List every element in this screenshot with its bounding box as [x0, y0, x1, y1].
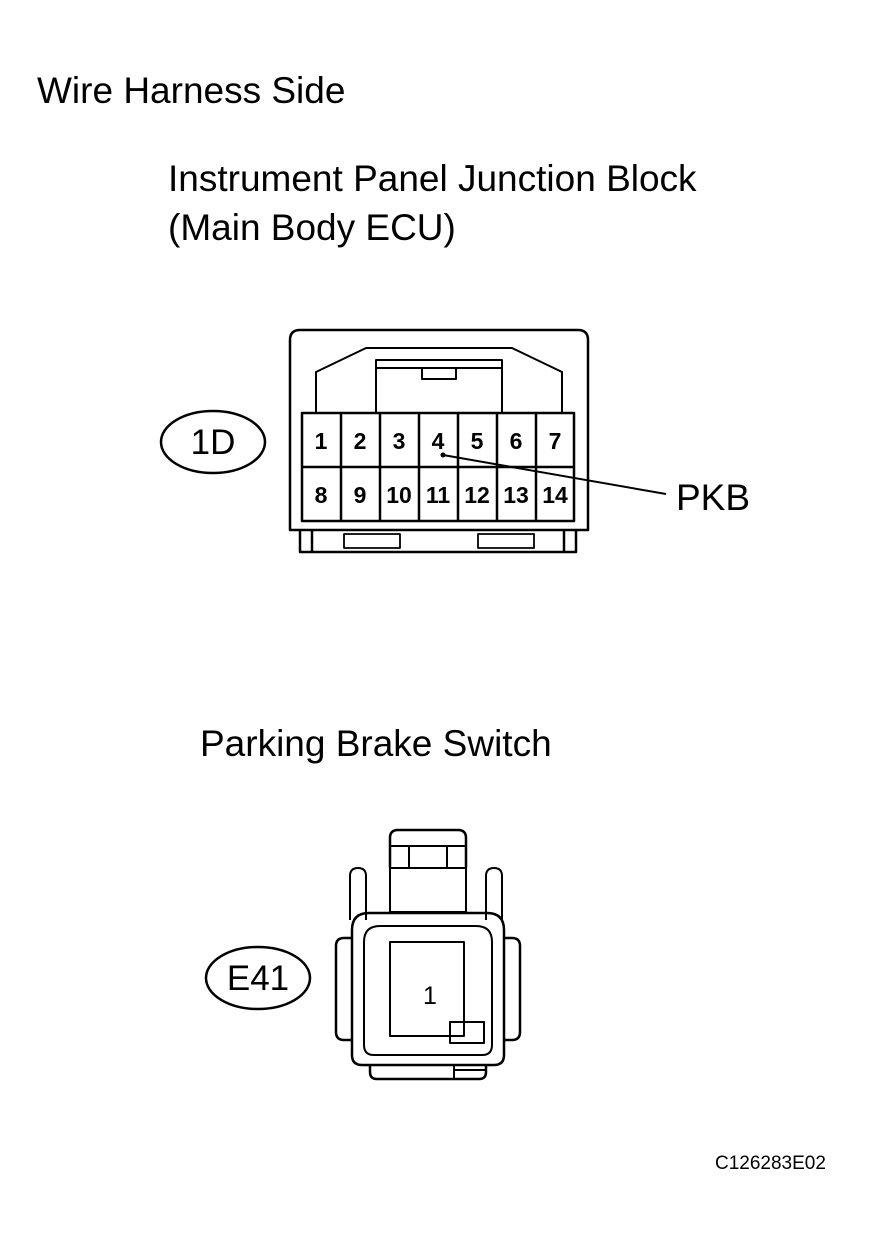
- pkb-callout-label: PKB: [676, 477, 750, 518]
- connector-2-name: Parking Brake Switch: [200, 723, 552, 764]
- connector-e41: 1 E41: [204, 828, 522, 1081]
- connector-2-code: E41: [227, 959, 289, 998]
- connector-1-pin-1: 1: [315, 428, 328, 454]
- connector-1-pin-14: 14: [542, 482, 568, 508]
- diagram-title: Wire Harness Side: [37, 70, 346, 111]
- connector-1-code-oval: [159, 409, 267, 475]
- connector-1-name: Instrument Panel Junction Block: [168, 158, 697, 199]
- connector-1-code: 1D: [191, 423, 236, 462]
- connector-1-pin-9: 9: [354, 482, 367, 508]
- connector-1-pin-13: 13: [503, 482, 529, 508]
- pkb-leader-line: [442, 454, 667, 495]
- figure-code: C126283E02: [715, 1153, 826, 1174]
- connector-1-pin-10: 10: [386, 482, 412, 508]
- connector-1-pin-4: 4: [432, 428, 445, 454]
- connector-1-pin-6: 6: [510, 428, 523, 454]
- connector-1-pin-2: 2: [354, 428, 367, 454]
- connector-1-subname: (Main Body ECU): [168, 207, 456, 248]
- connector-1-pin-3: 3: [393, 428, 406, 454]
- connector-1-pin-12: 12: [464, 482, 490, 508]
- connector-1-pin-8: 8: [315, 482, 328, 508]
- connector-1-pin-11: 11: [426, 482, 451, 508]
- connector-2-pin-1: 1: [423, 982, 437, 1010]
- connector-1-pin-5: 5: [471, 428, 484, 454]
- connector-2-code-oval: [204, 945, 312, 1011]
- connector-1-pin-7: 7: [549, 428, 562, 454]
